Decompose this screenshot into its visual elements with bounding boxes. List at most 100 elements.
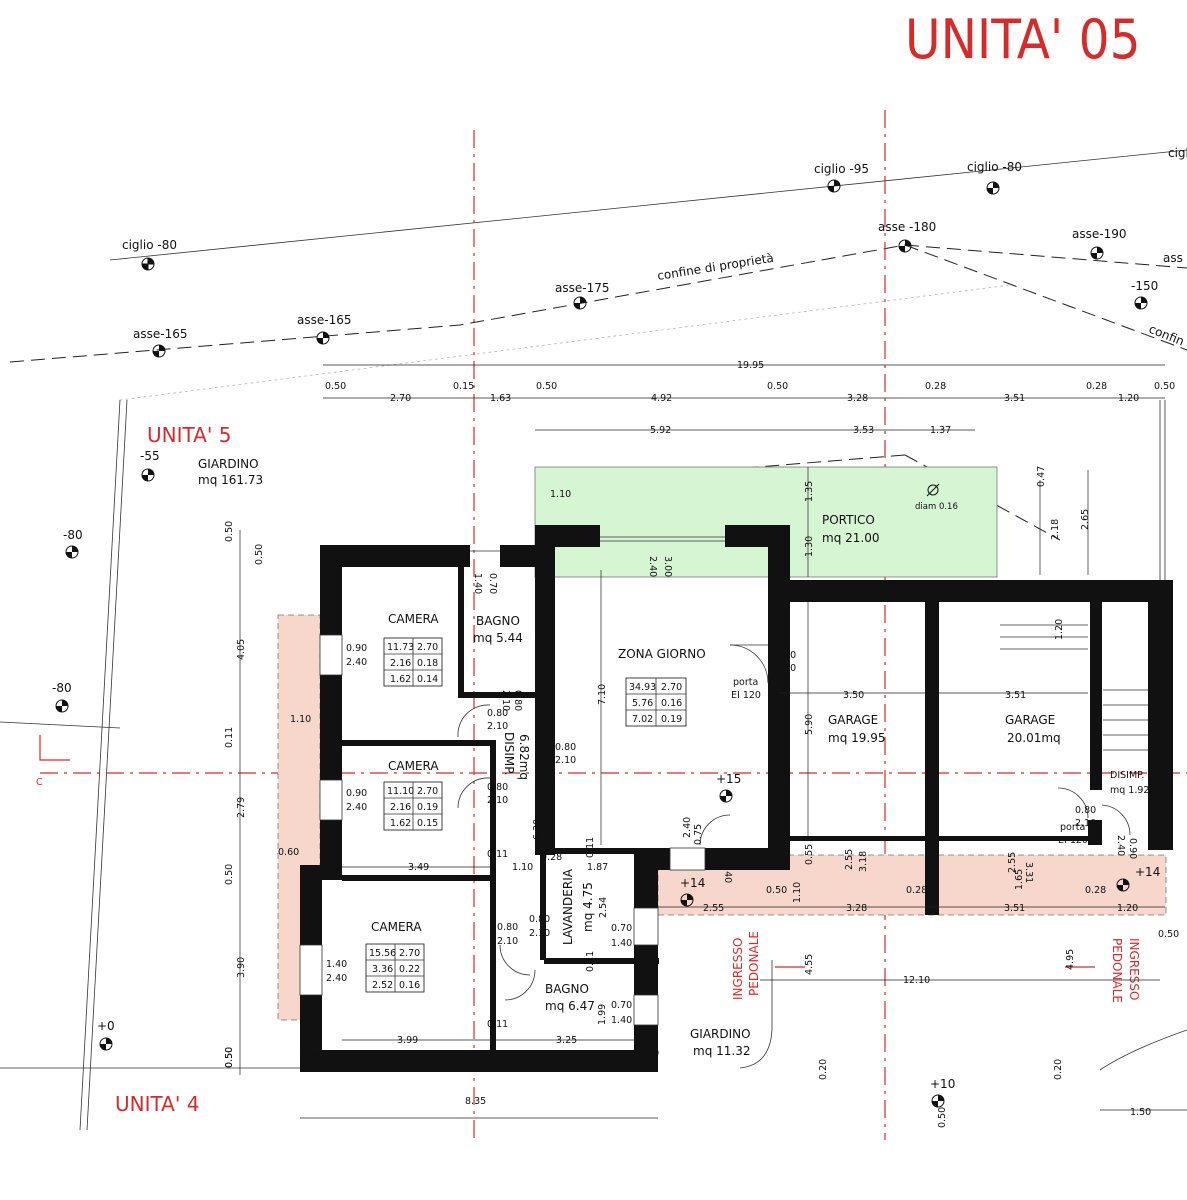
unit-5-label: UNITA' 5 [147,423,231,447]
label-rooms-zona_giorno-table-1-0: 5.76 [632,698,653,709]
label-dims-second_row-1: 3.53 [853,425,874,436]
label-rooms-camera1-table-0-0: 11.73 [387,642,414,653]
level-marker-icon [65,545,79,559]
label-dims-misc-d110a: 1.10 [550,489,571,500]
level-marker-icon [1116,878,1130,892]
label-rooms-camera2-table-2-0: 1.62 [390,818,411,829]
label-dims-misc-d050c: 0.50 [937,1107,948,1128]
label-rooms-garage1-area: mq 19.95 [828,731,885,745]
label-rooms-camera1-table-1-1: 0.18 [417,658,438,669]
label-dims-misc-d710: 7.10 [597,684,608,705]
label-levels-ciglio_95: ciglio -95 [814,162,869,176]
label-dims-misc-d254: 2.54 [598,897,609,918]
label-rooms-lavanderia-area: mq 4.75 [581,882,595,932]
label-rooms-camera2-table-0-1: 2.70 [417,786,438,797]
label-levels-m150: -150 [1131,279,1158,293]
label-dims-misc-d294: 2.94 [534,619,545,640]
label-dims-left_col-7: 0.50 [224,1047,235,1068]
label-rooms-camera3-table-0-1: 2.70 [399,948,420,959]
label-rooms-bagno2-name: BAGNO [545,982,589,996]
label-rooms-ingresso2-name2: PEDONALE [1110,938,1124,1003]
label-dims-misc-d240d: 2.40 [682,817,693,838]
label-dims-misc-d047: 0.47 [1036,466,1047,487]
label-dims-misc-d080h: 0.80 [497,922,518,933]
label-rooms-giardino_s-area: mq 11.32 [693,1044,750,1058]
label-rooms-bagno1-area: mq 5.44 [473,631,523,645]
label-rooms-zona_giorno-table-1-1: 0.16 [661,698,682,709]
label-rooms-camera1-table-0-1: 2.70 [417,642,438,653]
label-dims-misc-d055: 0.55 [804,844,815,865]
label-rooms-camera3-table-1-0: 3.36 [372,964,393,975]
label-rooms-disimp1-area: 6.82mq [517,734,531,780]
level-marker-icon [141,468,155,482]
label-dims-misc-d050c: 0.50 [224,1047,235,1068]
label-rooms-zona_giorno-table-2-0: 7.02 [632,714,653,725]
label-dims-left_col-0: 0.50 [224,521,235,542]
label-dims-misc-d080a: 0.80 [775,650,796,661]
label-dims-total_top: 19.95 [737,360,764,371]
label-dims-misc-d090a: 0.90 [346,643,367,654]
label-dims-misc-d110d: 1.10 [792,882,803,903]
label-dims-top_row-11: 1.20 [1118,393,1139,404]
label-dims-left_col-3: 0.11 [224,727,235,748]
label-dims-top_row-0: 0.50 [325,381,346,392]
level-marker-icon [680,893,694,907]
label-dims-top_row-10: 0.28 [1086,381,1107,392]
label-doors-porta2-l1: porta [1060,822,1085,833]
label-rooms-zona_giorno-table-2-1: 0.19 [661,714,682,725]
label-dims-top_row-12: 0.50 [1154,381,1175,392]
label-doors-porta1-l1: porta [733,677,758,688]
label-dims-misc-d255b: 2.55 [844,849,855,870]
label-rooms-camera3-table-0-0: 15.56 [369,948,396,959]
boundary-label: confine di proprietà [656,251,774,283]
label-dims-misc-d331: 3.31 [1023,862,1034,883]
label-rooms-bagno1-name: BAGNO [476,614,520,628]
level-marker-icon [99,1037,113,1051]
label-dims-misc-d090c: 0.90 [1127,838,1138,859]
label-dims-misc-d020b: 0.20 [1053,1059,1064,1080]
level-marker-icon [827,179,841,193]
label-dims-misc-d240b: 2.40 [346,802,367,813]
label-levels-ciglio_edge: cigl [1168,146,1187,160]
label-levels-m55: -55 [140,449,160,463]
label-dims-misc-d140b: 1.40 [326,959,347,970]
level-marker-icon [898,239,912,253]
grid-axes: C [36,110,1187,1140]
label-rooms-camera3-table-1-1: 0.22 [399,964,420,975]
label-dims-misc-d050b: 0.50 [1158,929,1179,940]
label-dims-left_col-1: 0.50 [254,544,265,565]
label-rooms-camera2-table-1-1: 0.19 [417,802,438,813]
label-dims-misc-d240e: 2.40 [722,862,733,883]
label-dims-misc-d351b: 3.51 [1004,903,1025,914]
unit-4-label: UNITA' 4 [115,1092,199,1116]
label-dims-misc-d011b: 0.11 [487,1019,508,1030]
label-rooms-portico-name: PORTICO [822,513,875,527]
label-rooms-camera2-table-0-0: 11.10 [387,786,414,797]
label-dims-misc-d265: 2.65 [1080,509,1091,530]
label-dims-misc-d210d: 2.10 [555,755,576,766]
label-dims-misc-d110b: 1.10 [290,714,311,725]
label-levels-m80a: -80 [63,528,83,542]
label-dims-bottom_right: 1.50 [1130,1107,1151,1118]
label-dims-misc-d590: 5.90 [804,714,815,735]
level-marker-icon [55,699,69,713]
level-marker-icon [316,331,330,345]
label-dims-misc-d318: 3.18 [858,851,869,872]
label-dims-misc-d050e: 0.50 [638,1048,659,1059]
label-dims-misc-d399: 3.99 [397,1035,418,1046]
label-dims-misc-d135: 1.35 [804,481,815,502]
label-dims-misc-d080g: 0.80 [529,914,550,925]
label-dims-misc-d011d: 0.11 [585,951,596,972]
label-doors-porta2-l2: EI 120 [1058,835,1088,846]
label-rooms-garage1-name: GARAGE [828,713,878,727]
level-markers [55,179,1148,1108]
label-dims-misc-d255c: 2.55 [1007,852,1018,873]
label-dims-misc-d210h: 2.10 [497,936,518,947]
label-levels-p14a: +14 [680,876,705,890]
label-rooms-camera2-table-1-0: 2.16 [390,802,411,813]
label-rooms-bagno2-area: mq 6.47 [545,999,595,1013]
label-dims-left_col-4: 2.79 [236,797,247,818]
label-dims-misc-d075: 0.75 [693,824,704,845]
label-dims-misc-d255a: 2.55 [703,903,724,914]
